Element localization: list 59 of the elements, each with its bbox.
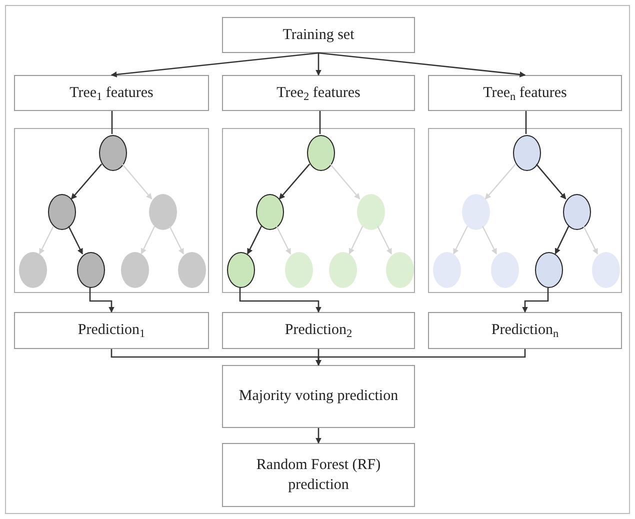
process-box: Majority voting prediction xyxy=(222,365,415,428)
arrow xyxy=(89,287,114,313)
arrow xyxy=(68,226,84,255)
tree-node-circle xyxy=(535,252,563,288)
arrow xyxy=(276,226,291,255)
tree-node-circle xyxy=(329,252,357,288)
process-box: Prediction$_{1}$ xyxy=(14,312,209,349)
arrow xyxy=(330,164,360,200)
tree-node-circle xyxy=(357,194,385,230)
arrow xyxy=(169,226,184,255)
tree-node-circle xyxy=(227,252,255,288)
arrow xyxy=(140,226,156,254)
tree-node-circle xyxy=(178,252,206,288)
arrow xyxy=(316,53,322,76)
tree-node-circle xyxy=(433,252,461,288)
arrow xyxy=(246,226,262,255)
tree-node-circle xyxy=(386,252,414,288)
arrow xyxy=(278,164,310,200)
arrow xyxy=(484,164,516,200)
process-box: Random Forest (RF) prediction xyxy=(222,443,415,507)
arrow xyxy=(482,226,497,255)
arrow xyxy=(316,428,322,444)
arrow xyxy=(318,52,526,78)
tree-node-circle xyxy=(592,252,620,288)
tree-node-circle xyxy=(462,194,490,230)
arrow xyxy=(554,226,570,254)
tree-node-circle xyxy=(77,252,105,288)
arrow xyxy=(348,226,364,254)
tree-node-circle xyxy=(285,252,313,288)
tree-node-circle xyxy=(491,252,519,288)
tree-node-circle xyxy=(563,194,591,230)
tree-node-circle xyxy=(99,135,127,171)
process-box: Prediction$_{2}$ xyxy=(222,312,415,349)
tree-panel xyxy=(428,128,622,293)
arrow xyxy=(453,226,468,255)
tree-panel xyxy=(14,128,209,293)
tree-node-circle xyxy=(121,252,149,288)
process-box: Tree$_{1}$ features xyxy=(14,75,209,111)
process-box: Training set xyxy=(222,17,415,53)
tree-panel xyxy=(222,128,415,293)
tree-node-circle xyxy=(513,135,541,171)
arrow xyxy=(583,226,598,255)
tree-node-circle xyxy=(19,252,47,288)
arrow xyxy=(70,164,102,200)
arrow xyxy=(39,226,54,255)
arrow xyxy=(122,164,152,200)
tree-node-circle xyxy=(256,194,284,230)
arrow xyxy=(110,52,319,78)
arrow xyxy=(316,349,526,366)
arrow xyxy=(377,226,392,255)
process-box: Prediction$_{n}$ xyxy=(428,312,622,349)
tree-node-circle xyxy=(307,135,335,171)
tree-node-circle xyxy=(149,194,177,230)
process-box: Tree$_{n}$ features xyxy=(428,75,622,111)
process-box: Tree$_{2}$ features xyxy=(222,75,415,111)
arrow xyxy=(522,287,549,313)
tree-node-circle xyxy=(48,194,76,230)
arrow xyxy=(239,287,322,313)
arrow xyxy=(536,164,566,200)
